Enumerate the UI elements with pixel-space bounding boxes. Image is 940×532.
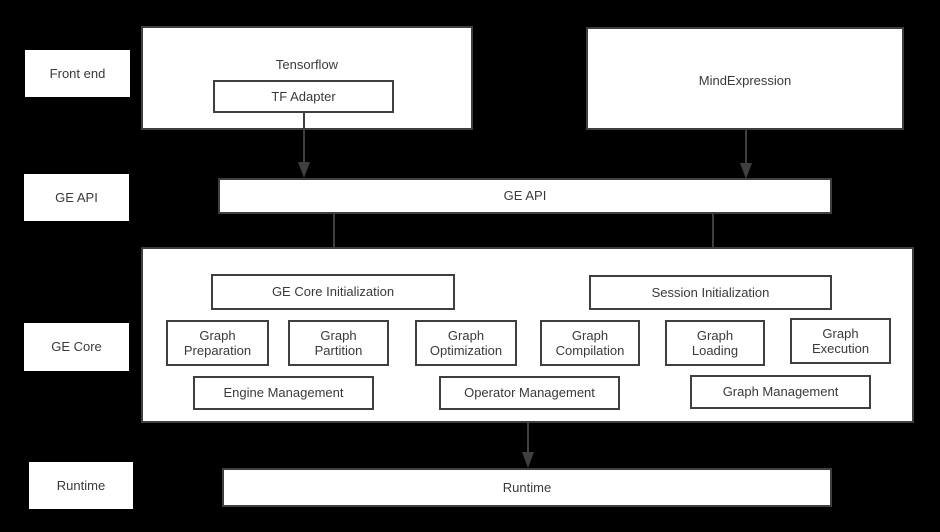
tensorflow-title: Tensorflow [275,57,339,72]
stage-box-graph-compilation-label: Graph Compilation [555,327,625,358]
mindexpression-container[interactable]: MindExpression [586,27,904,130]
management-box-graph-management[interactable]: Graph Management [690,375,871,409]
stage-box-graph-execution-label: Graph Execution [811,325,870,356]
stage-box-graph-execution[interactable]: Graph Execution [790,318,891,364]
management-box-engine-management-label: Engine Management [223,385,344,401]
ge-api-bar[interactable]: GE API [218,178,832,214]
runtime-bar-label: Runtime [502,479,552,495]
session-initialization-label: Session Initialization [651,284,770,300]
tf-adapter-box[interactable]: TF Adapter [213,80,394,113]
management-box-operator-management[interactable]: Operator Management [439,376,620,410]
layer-label-ge-api-text: GE API [55,189,98,205]
ge-core-initialization-box[interactable]: GE Core Initialization [211,274,455,310]
stage-box-graph-partition[interactable]: Graph Partition [288,320,389,366]
stage-box-graph-compilation[interactable]: Graph Compilation [540,320,640,366]
stage-box-graph-preparation[interactable]: Graph Preparation [166,320,269,366]
management-box-operator-management-label: Operator Management [464,385,595,401]
layer-label-ge-core-text: GE Core [51,339,102,355]
management-box-engine-management[interactable]: Engine Management [193,376,374,410]
tf-adapter-label: TF Adapter [271,88,336,104]
stage-box-graph-optimization[interactable]: Graph Optimization [415,320,517,366]
layer-label-ge-core: GE Core [24,323,129,371]
ge-core-initialization-label: GE Core Initialization [271,284,395,300]
connector-mindexpression-to-ge-api [736,129,756,181]
layer-label-runtime: Runtime [29,462,133,509]
stage-box-graph-optimization-label: Graph Optimization [429,327,503,358]
connector-tf-adapter-to-ge-api [294,112,314,180]
layer-label-ge-api: GE API [24,174,129,221]
runtime-bar[interactable]: Runtime [222,468,832,507]
connector-ge-core-to-runtime [518,422,538,470]
stage-box-graph-partition-label: Graph Partition [314,327,363,358]
ge-api-bar-label: GE API [503,188,547,204]
stage-box-graph-loading-label: Graph Loading [691,327,739,358]
layer-label-front-end-text: Front end [49,65,106,81]
session-initialization-box[interactable]: Session Initialization [589,275,832,310]
layer-label-front-end: Front end [25,50,130,97]
mindexpression-title: MindExpression [698,73,792,88]
management-box-graph-management-label: Graph Management [722,384,839,400]
stage-box-graph-preparation-label: Graph Preparation [183,327,252,358]
layer-label-runtime-text: Runtime [56,477,106,493]
stage-box-graph-loading[interactable]: Graph Loading [665,320,765,366]
